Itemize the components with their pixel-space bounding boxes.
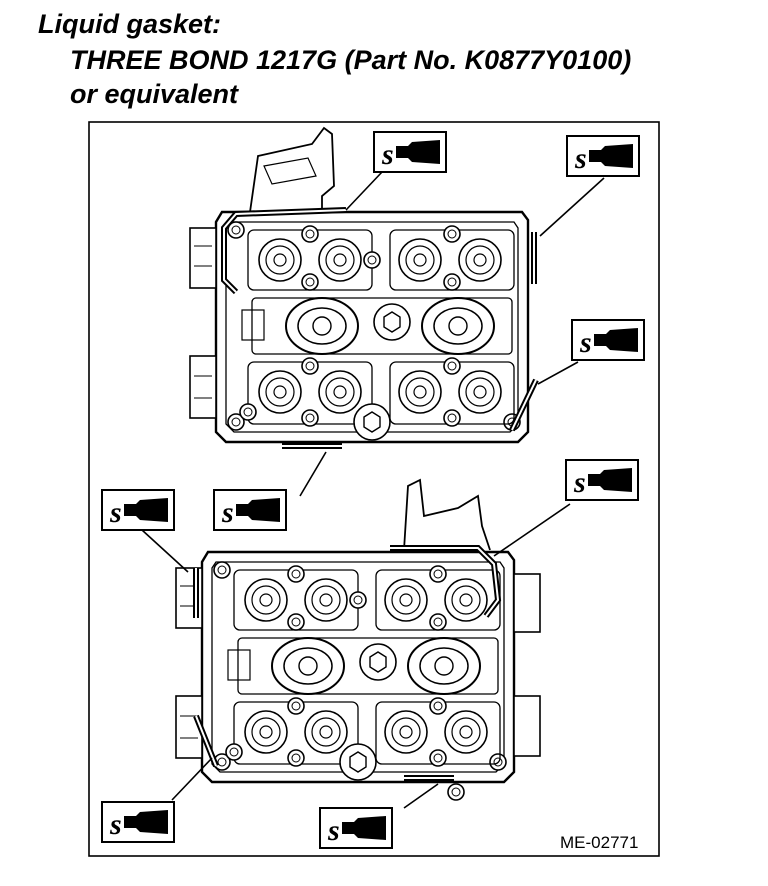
liquid-gasket-tube-icon [565, 459, 639, 501]
liquid-gasket-tube-icon [213, 489, 287, 531]
liquid-gasket-tube-icon [319, 807, 393, 849]
liquid-gasket-tube-icon [373, 131, 447, 173]
figure-frame [88, 121, 660, 857]
liquid-gasket-tube-icon [101, 801, 175, 843]
heading: Liquid gasket: THREE BOND 1217G (Part No… [0, 0, 768, 120]
lower-cylinder-head [176, 478, 541, 801]
liquid-gasket-tube-icon [571, 319, 645, 361]
heading-product: THREE BOND 1217G (Part No. K0877Y0100) [70, 45, 632, 75]
liquid-gasket-tube-icon [101, 489, 175, 531]
liquid-gasket-tube-icon [566, 135, 640, 177]
heading-equivalent: or equivalent [70, 79, 239, 109]
heading-title: Liquid gasket: [38, 9, 222, 39]
upper-cylinder-head [190, 126, 528, 442]
callout-leaders [141, 171, 605, 809]
figure-id: ME-02771 [560, 833, 638, 852]
